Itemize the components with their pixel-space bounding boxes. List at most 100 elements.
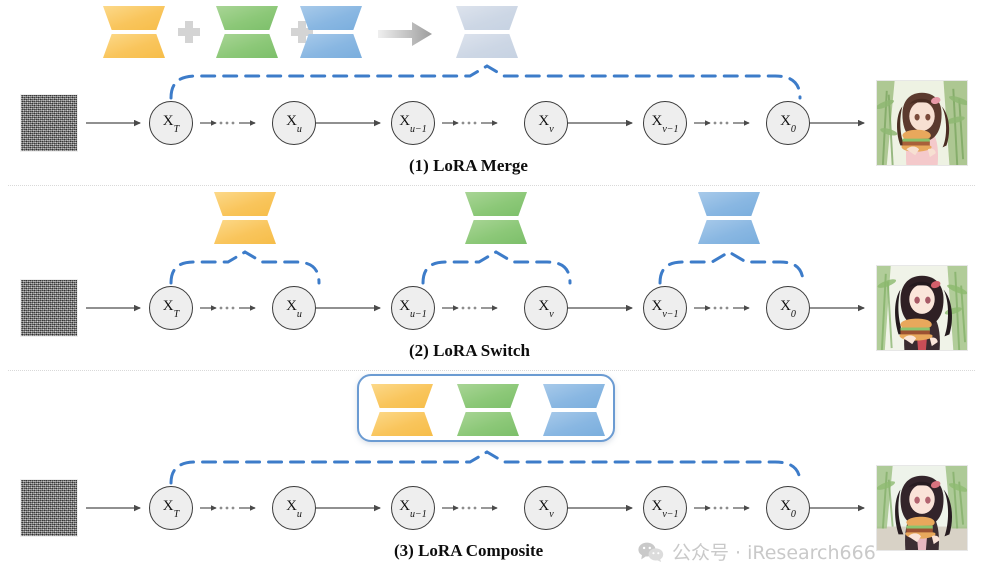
node-row2-5[interactable]: X0 xyxy=(766,286,810,330)
lora-top-trapezoid xyxy=(371,384,433,408)
node-row2-3[interactable]: Xv xyxy=(524,286,568,330)
node-row1-3[interactable]: Xv xyxy=(524,101,568,145)
node-label: X xyxy=(538,112,550,129)
plus-icon-2 xyxy=(291,21,313,43)
row-separator-1 xyxy=(8,185,975,186)
row2-bracket-green xyxy=(421,250,572,285)
node-row2-2[interactable]: Xu−1 xyxy=(391,286,435,330)
node-row2-4[interactable]: Xv−1 xyxy=(643,286,687,330)
lora-adapter-green-composite[interactable] xyxy=(457,384,519,436)
row-separator-2 xyxy=(8,370,975,371)
lora-adapter-green-merge[interactable] xyxy=(216,6,278,58)
lora-bottom-trapezoid xyxy=(371,412,433,436)
node-label: X xyxy=(538,497,550,514)
lora-top-trapezoid xyxy=(216,6,278,30)
node-label: X xyxy=(780,112,791,129)
lora-adapter-blue-switch[interactable] xyxy=(698,192,760,244)
node-row3-1[interactable]: Xu xyxy=(272,486,316,530)
caption-row2: (2) LoRA Switch xyxy=(409,341,530,360)
node-row1-4[interactable]: Xv−1 xyxy=(643,101,687,145)
lora-bottom-trapezoid xyxy=(103,34,165,58)
node-row3-4[interactable]: Xv−1 xyxy=(643,486,687,530)
node-subscript: 0 xyxy=(790,508,796,520)
node-row1-5[interactable]: X0 xyxy=(766,101,810,145)
node-label: X xyxy=(399,297,411,314)
node-row1-1[interactable]: Xu xyxy=(272,101,316,145)
lora-bottom-trapezoid xyxy=(456,34,518,58)
node-subscript: 0 xyxy=(790,123,796,135)
lora-bottom-trapezoid xyxy=(543,412,605,436)
lora-bottom-trapezoid xyxy=(300,34,362,58)
watermark: 公众号 · iResearch666 xyxy=(638,538,876,565)
lora-top-trapezoid xyxy=(214,192,276,216)
node-label: X xyxy=(651,112,663,129)
burger-glyph xyxy=(899,318,933,341)
lora-composite-group[interactable] xyxy=(357,374,615,442)
lora-top-trapezoid xyxy=(465,192,527,216)
noise-input-row3 xyxy=(20,479,78,537)
node-subscript: u−1 xyxy=(410,308,427,320)
anime-girl-burger-illustration xyxy=(877,266,967,350)
node-subscript: u xyxy=(296,508,302,520)
node-label: X xyxy=(651,297,663,314)
lora-adapter-blue-composite[interactable] xyxy=(543,384,605,436)
lora-adapter-blue-merge[interactable] xyxy=(300,6,362,58)
watermark-text: 公众号 · iResearch666 xyxy=(672,542,876,564)
node-row1-2[interactable]: Xu−1 xyxy=(391,101,435,145)
node-row3-3[interactable]: Xv xyxy=(524,486,568,530)
node-subscript: v−1 xyxy=(662,308,679,320)
node-subscript: u xyxy=(296,308,302,320)
lora-top-trapezoid xyxy=(456,6,518,30)
node-label: X xyxy=(780,297,791,314)
wechat-icon xyxy=(638,542,664,562)
lora-bottom-trapezoid xyxy=(214,220,276,244)
lora-adapter-yellow-merge[interactable] xyxy=(103,6,165,58)
node-row3-5[interactable]: X0 xyxy=(766,486,810,530)
noise-input-row1 xyxy=(20,94,78,152)
node-label: X xyxy=(286,497,297,514)
node-subscript: T xyxy=(173,508,180,520)
node-row3-2[interactable]: Xu−1 xyxy=(391,486,435,530)
node-row3-0[interactable]: XT xyxy=(149,486,193,530)
lora-adapter-yellow-composite[interactable] xyxy=(371,384,433,436)
lora-bottom-trapezoid xyxy=(457,412,519,436)
lora-top-trapezoid xyxy=(543,384,605,408)
node-label: X xyxy=(780,497,791,514)
node-subscript: v−1 xyxy=(662,123,679,135)
node-subscript: u−1 xyxy=(410,123,427,135)
caption-row3: (3) LoRA Composite xyxy=(394,541,544,560)
node-subscript: u−1 xyxy=(410,508,427,520)
node-subscript: v xyxy=(549,308,554,320)
caption-row1: (1) LoRA Merge xyxy=(409,156,528,175)
node-row2-1[interactable]: Xu xyxy=(272,286,316,330)
lora-adapter-green-switch[interactable] xyxy=(465,192,527,244)
node-label: X xyxy=(162,297,174,314)
lora-bottom-trapezoid xyxy=(216,34,278,58)
row1-lora-bracket xyxy=(169,64,802,100)
node-label: X xyxy=(286,297,297,314)
noise-input-row2 xyxy=(20,279,78,337)
node-label: X xyxy=(162,112,174,129)
node-row2-0[interactable]: XT xyxy=(149,286,193,330)
node-subscript: u xyxy=(296,123,302,135)
lora-top-trapezoid xyxy=(698,192,760,216)
node-subscript: 0 xyxy=(790,308,796,320)
node-subscript: v xyxy=(549,123,554,135)
row2-bracket-yellow xyxy=(169,250,321,285)
lora-top-trapezoid xyxy=(300,6,362,30)
lora-adapter-merged[interactable] xyxy=(456,6,518,58)
node-subscript: v xyxy=(549,508,554,520)
node-label: X xyxy=(399,112,411,129)
lora-adapter-yellow-switch[interactable] xyxy=(214,192,276,244)
output-image-row1 xyxy=(876,80,968,166)
row2-bracket-blue xyxy=(658,250,805,285)
node-subscript: T xyxy=(173,123,180,135)
node-row1-0[interactable]: XT xyxy=(149,101,193,145)
node-subscript: T xyxy=(173,308,180,320)
lora-bottom-trapezoid xyxy=(465,220,527,244)
output-image-row2 xyxy=(876,265,968,351)
lora-bottom-trapezoid xyxy=(698,220,760,244)
node-label: X xyxy=(538,297,550,314)
